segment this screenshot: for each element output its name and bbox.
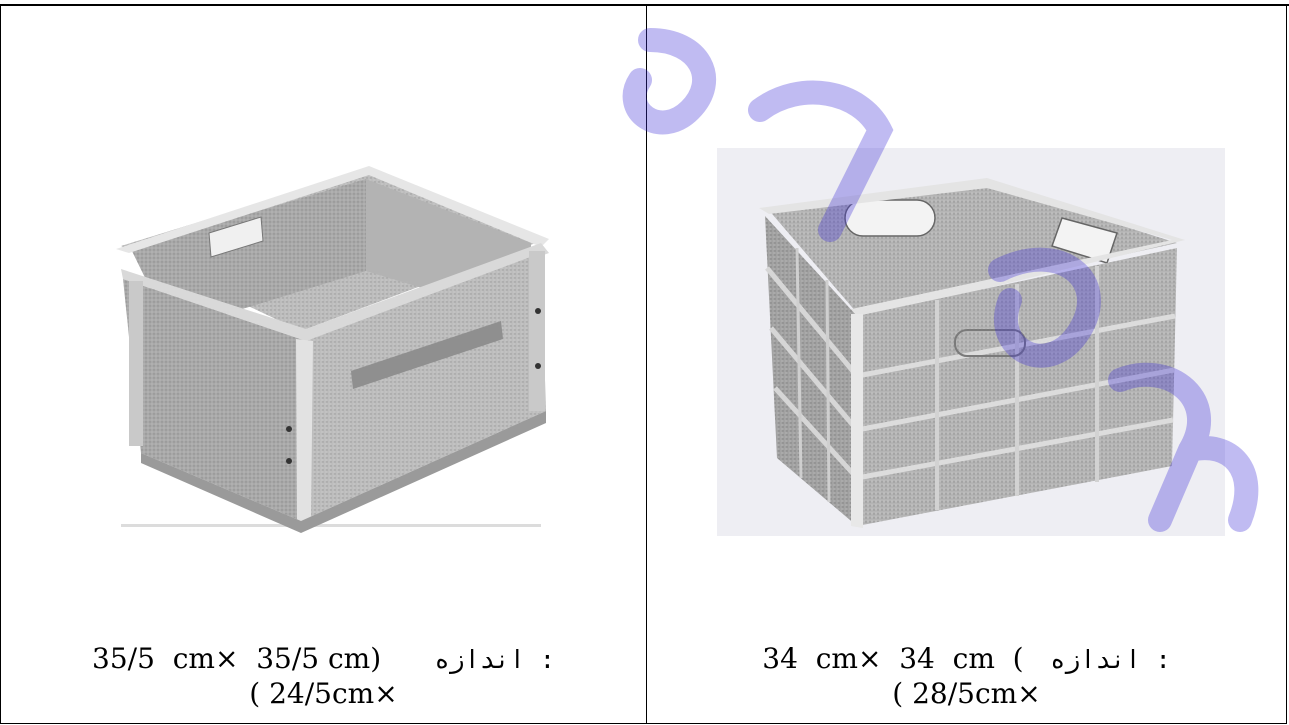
- table-cell-right: 34 cm× 34 cm ( اندازه : ( 28/5cm×: [647, 6, 1286, 723]
- table-cell-left: 35/5 cm× 35/5 cm) اندازه : ( 24/5cm×: [1, 6, 647, 723]
- caption-left-line2: ( 24/5cm×: [249, 677, 398, 710]
- top-rule: [0, 4, 1289, 6]
- grid-crate-photo: [717, 148, 1225, 536]
- caption-right-label: اندازه :: [1050, 645, 1171, 674]
- caption-right: 34 cm× 34 cm ( اندازه : ( 28/5cm×: [647, 642, 1286, 711]
- open-crate-photo: [116, 166, 549, 533]
- product-table: 35/5 cm× 35/5 cm) اندازه : ( 24/5cm×: [0, 6, 1287, 724]
- caption-right-dims: 34 cm× 34 cm (: [762, 642, 1024, 675]
- caption-left-label: اندازه :: [434, 645, 555, 674]
- caption-right-line2: ( 28/5cm×: [892, 677, 1041, 710]
- caption-left-dims: 35/5 cm× 35/5 cm): [92, 642, 382, 675]
- caption-right-line1: 34 cm× 34 cm ( اندازه :: [647, 642, 1286, 677]
- caption-left-line1: 35/5 cm× 35/5 cm) اندازه :: [1, 642, 646, 677]
- caption-left: 35/5 cm× 35/5 cm) اندازه : ( 24/5cm×: [1, 642, 646, 711]
